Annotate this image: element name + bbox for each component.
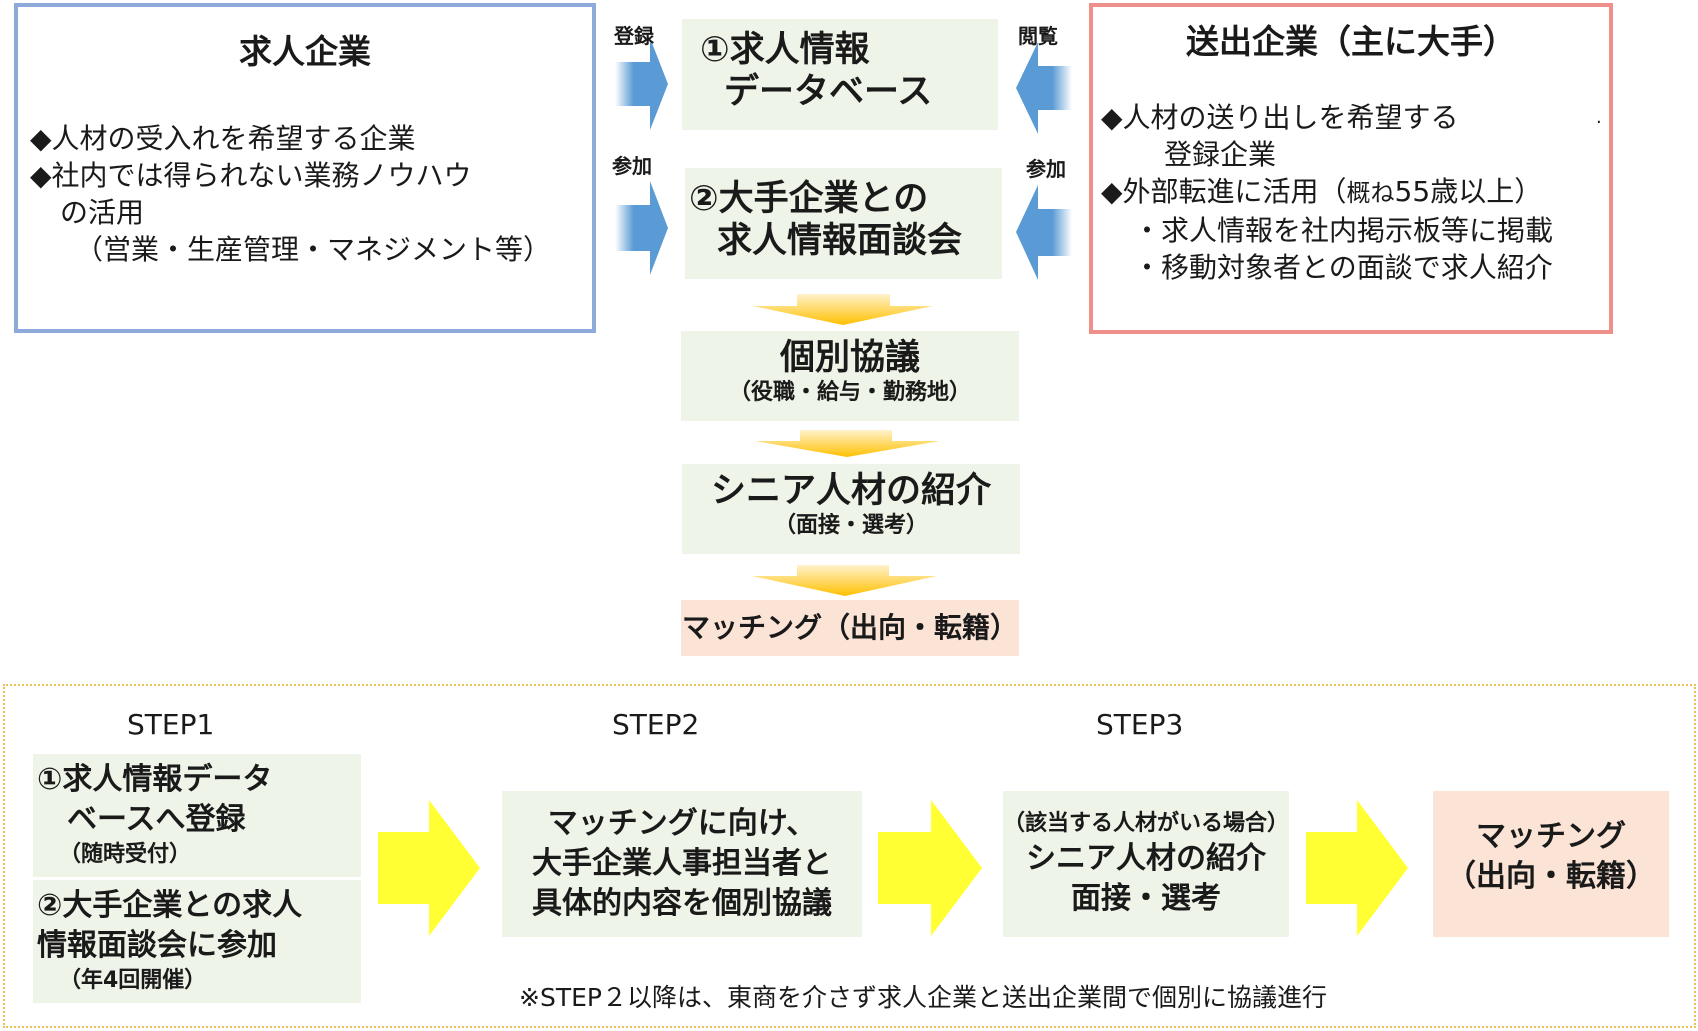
job-database-box: ①求人情報 データベース: [682, 19, 998, 130]
register-label: 登録: [614, 24, 654, 48]
step1-register-line1: ①求人情報データ: [37, 762, 273, 797]
final-matching-line2: （出向・転籍）: [1446, 859, 1656, 894]
sending-company-box: 送出企業（主に大手） ◆人材の送り出しを希望する 登録企業 ◆外部転進に活用（概…: [1089, 3, 1613, 334]
individual-consultation-title: 個別協議: [779, 338, 920, 378]
step-arrow-3: [1306, 800, 1408, 936]
job-meeting-line1: ②大手企業との: [689, 179, 929, 219]
final-matching-box: マッチング （出向・転籍）: [1433, 791, 1669, 937]
down-arrow-1: [753, 294, 933, 325]
join-right-arrow: [1016, 185, 1072, 280]
step1-register-box: ①求人情報データ ベースへ登録 （随時受付）: [33, 754, 361, 877]
senior-introduction-title: シニア人材の紹介: [710, 471, 991, 511]
step3-box: （該当する人材がいる場合） シニア人材の紹介 面接・選考: [1003, 791, 1289, 937]
recruiting-company-title: 求人企業: [239, 32, 371, 71]
step3-sub: （該当する人材がいる場合）: [1003, 811, 1290, 836]
step1-label: STEP1: [127, 708, 215, 741]
step2-box: マッチングに向け、 大手企業人事担当者と 具体的内容を個別協議: [502, 791, 862, 937]
step-note: ※STEP２以降は、東商を介さず求人企業と送出企業間で個別に協議進行: [519, 983, 1327, 1012]
step-arrow-2: [878, 800, 982, 936]
down-arrow-2: [755, 430, 940, 457]
step1-meeting-sub: （年4回開催）: [59, 968, 207, 993]
sending-company-bullets: ◆人材の送り出しを希望する 登録企業 ◆外部転進に活用（概ね55歳以上） ・求人…: [1101, 99, 1553, 286]
job-meeting-box: ②大手企業との 求人情報面談会: [685, 168, 1002, 279]
step1-meeting-line1: ②大手企業との求人: [37, 888, 303, 923]
join-left-label: 参加: [612, 154, 652, 178]
bullet-registered-company: 登録企業: [1164, 138, 1277, 171]
step2-line1: マッチングに向け、: [547, 806, 817, 841]
stray-dot: .: [1596, 107, 1602, 128]
step-arrow-1: [378, 800, 480, 936]
final-matching-line1: マッチング: [1476, 819, 1626, 854]
register-arrow: [615, 38, 668, 130]
bullet-know-how-examples: （営業・生産管理・マネジメント等）: [75, 233, 552, 266]
individual-consultation-box: 個別協議 （役職・給与・勤務地）: [681, 331, 1019, 421]
down-arrow-3: [752, 565, 937, 596]
job-meeting-line2: 求人情報面談会: [717, 221, 963, 261]
bullet-know-how-cont: の活用: [60, 196, 145, 229]
browse-label: 閲覧: [1018, 24, 1058, 48]
step3-line2: 面接・選考: [1071, 881, 1221, 916]
sub-bullet-interview: ・移動対象者との面談で求人紹介: [1133, 251, 1553, 284]
step1-register-line2: ベースへ登録: [67, 802, 246, 837]
senior-introduction-sub: （面接・選考）: [773, 513, 928, 538]
step1-meeting-line2: 情報面談会に参加: [37, 928, 277, 963]
bullet-outplacement: ◆外部転進に活用（概ね55歳以上）: [1101, 175, 1543, 208]
step1-meeting-box: ②大手企業との求人 情報面談会に参加 （年4回開催）: [33, 880, 361, 1003]
step-section-frame: [3, 684, 1696, 1028]
sending-company-title: 送出企業（主に大手）: [1186, 22, 1516, 61]
join-right-label: 参加: [1026, 157, 1066, 181]
join-left-arrow: [615, 181, 668, 275]
bullet-send-personnel: ◆人材の送り出しを希望する: [1101, 101, 1459, 134]
individual-consultation-sub: （役職・給与・勤務地）: [728, 380, 971, 405]
step2-label: STEP2: [612, 708, 700, 741]
recruiting-company-box: 求人企業 ◆人材の受入れを希望する企業 ◆社内では得られない業務ノウハウ の活用…: [14, 3, 596, 333]
sub-bullet-bulletin-board: ・求人情報を社内掲示板等に掲載: [1133, 214, 1554, 247]
job-database-line1: ①求人情報: [700, 30, 870, 70]
step3-label: STEP3: [1096, 708, 1184, 741]
senior-introduction-box: シニア人材の紹介 （面接・選考）: [682, 464, 1020, 554]
step2-line2: 大手企業人事担当者と: [532, 846, 832, 881]
job-database-line2: データベース: [724, 72, 933, 112]
bullet-know-how: ◆社内では得られない業務ノウハウ: [30, 159, 472, 192]
step3-line1: シニア人材の紹介: [1026, 841, 1266, 876]
matching-box: マッチング（出向・転籍）: [681, 600, 1019, 656]
recruiting-company-bullets: ◆人材の受入れを希望する企業 ◆社内では得られない業務ノウハウ の活用 （営業・…: [30, 120, 551, 268]
step1-register-sub: （随時受付）: [59, 842, 192, 867]
step2-line3: 具体的内容を個別協議: [532, 886, 832, 921]
bullet-accept-personnel: ◆人材の受入れを希望する企業: [30, 122, 416, 155]
browse-arrow: [1016, 42, 1072, 134]
